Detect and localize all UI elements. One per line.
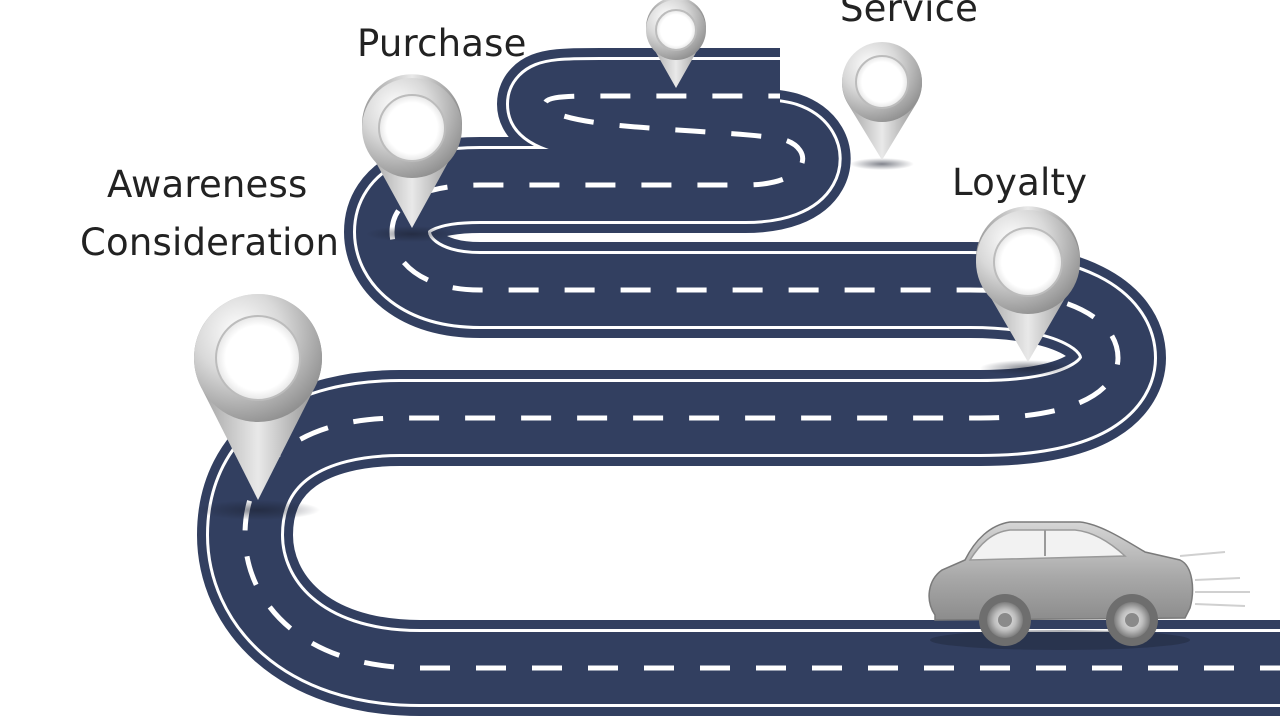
map-pin-icon (976, 206, 1080, 376)
stage-label-purchase: Purchase (357, 22, 527, 65)
stage-label-consideration: Consideration (80, 221, 340, 264)
stage-label-service: Service (840, 0, 979, 30)
map-pin-icon (841, 42, 922, 170)
map-pin-icon (194, 293, 322, 520)
car-icon (928, 521, 1250, 650)
map-pin-icon (646, 0, 706, 88)
stage-label-loyalty: Loyalty (952, 161, 1088, 204)
map-pin-icon (362, 74, 462, 242)
stage-label-awareness: Awareness (107, 163, 308, 206)
